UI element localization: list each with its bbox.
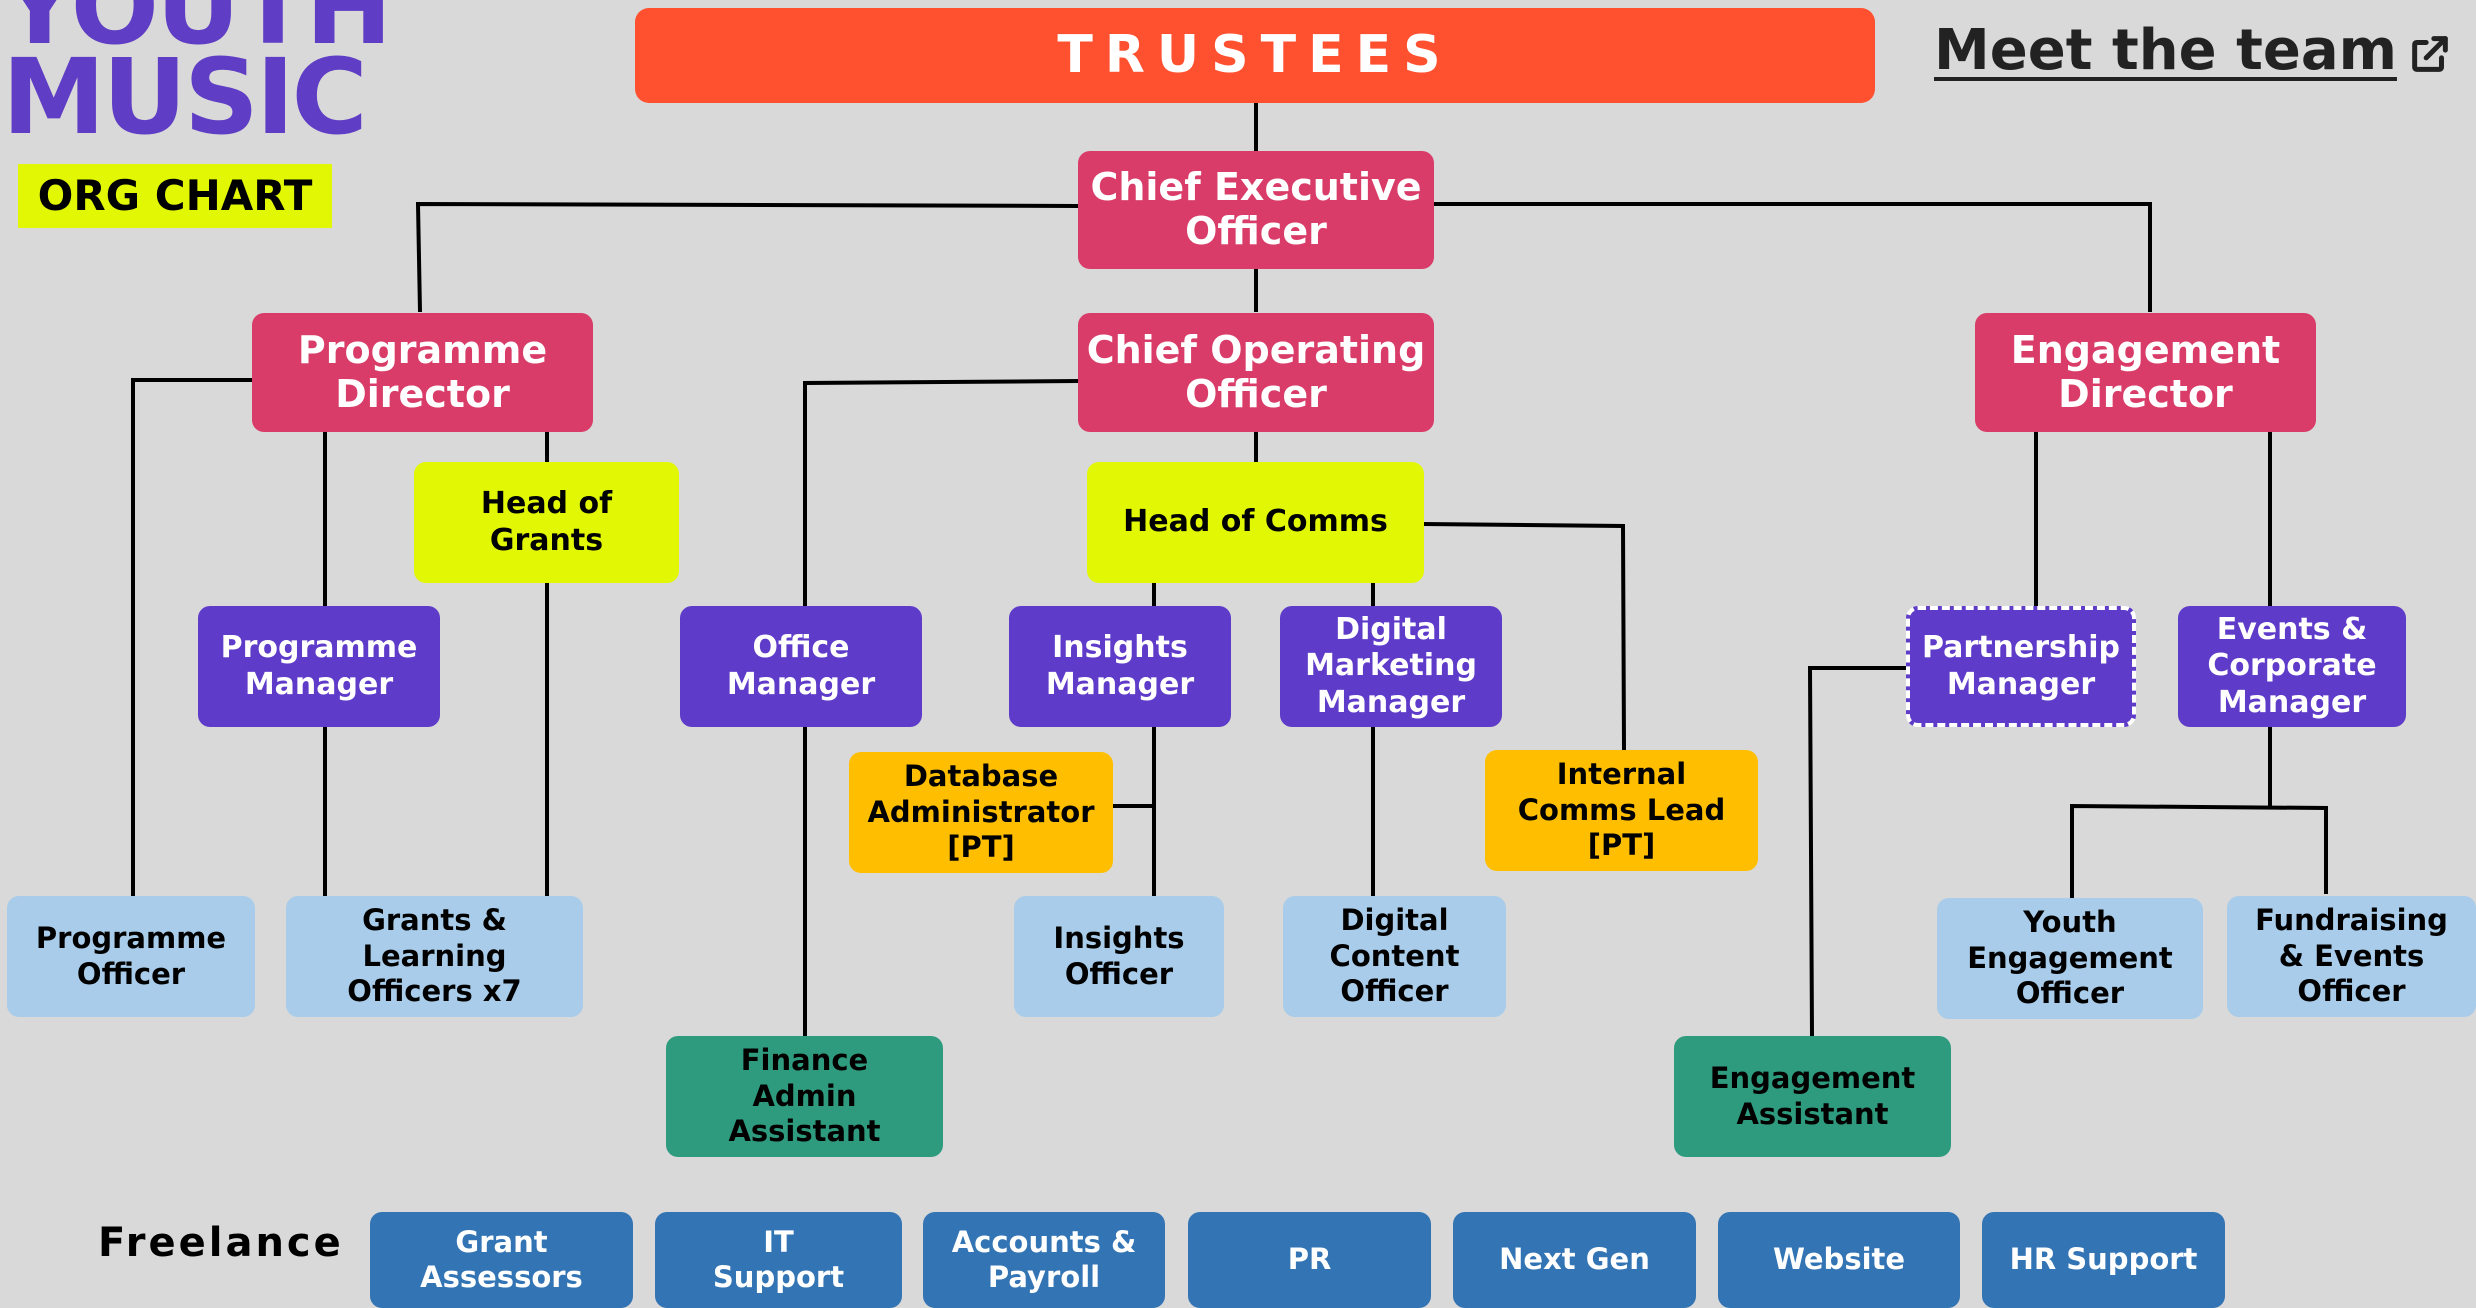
youth-engagement-officer-box: Youth Engagement Officer	[1937, 898, 2203, 1019]
freelance-label: Freelance	[98, 1220, 344, 1266]
partnership-manager-box: Partnership Manager	[1906, 606, 2136, 727]
youth-music-logo: YOUTH MUSIC	[2, 0, 392, 158]
freelance-next-gen: Next Gen	[1453, 1212, 1696, 1308]
freelance-it-support: IT Support	[655, 1212, 902, 1308]
coo-box: Chief Operating Officer	[1078, 313, 1434, 432]
internal-comms-lead-box: Internal Comms Lead [PT]	[1485, 750, 1758, 871]
programme-director-box: Programme Director	[252, 313, 593, 432]
programme-manager-box: Programme Manager	[198, 606, 440, 727]
digital-content-officer-box: Digital Content Officer	[1283, 896, 1506, 1017]
engagement-assistant-box: Engagement Assistant	[1674, 1036, 1951, 1157]
head-of-comms-box: Head of Comms	[1087, 462, 1424, 583]
insights-manager-box: Insights Manager	[1009, 606, 1231, 727]
org-chart-label: ORG CHART	[18, 164, 332, 228]
logo-line-1: YOUTH	[2, 0, 392, 68]
freelance-grant-assessors: Grant Assessors	[370, 1212, 633, 1308]
freelance-pr: PR	[1188, 1212, 1431, 1308]
trustees-box: TRUSTEES	[635, 8, 1875, 103]
external-link-icon	[2412, 36, 2448, 72]
logo-line-2: MUSIC	[2, 36, 368, 158]
database-administrator-box: Database Administrator [PT]	[849, 752, 1113, 873]
fundraising-events-officer-box: Fundraising & Events Officer	[2227, 896, 2476, 1017]
grants-learning-officers-box: Grants & Learning Officers x7	[286, 896, 583, 1017]
head-of-grants-box: Head of Grants	[414, 462, 679, 583]
finance-admin-assistant-box: Finance Admin Assistant	[666, 1036, 943, 1157]
programme-officer-box: Programme Officer	[7, 896, 255, 1017]
ceo-box: Chief Executive Officer	[1078, 151, 1434, 269]
engagement-director-box: Engagement Director	[1975, 313, 2316, 432]
events-corporate-manager-box: Events & Corporate Manager	[2178, 606, 2406, 727]
office-manager-box: Office Manager	[680, 606, 922, 727]
digital-marketing-manager-box: Digital Marketing Manager	[1280, 606, 1502, 727]
freelance-accounts-payroll: Accounts & Payroll	[923, 1212, 1165, 1308]
freelance-website: Website	[1718, 1212, 1960, 1308]
insights-officer-box: Insights Officer	[1014, 896, 1224, 1017]
freelance-hr-support: HR Support	[1982, 1212, 2225, 1308]
meet-the-team-label: Meet the team	[1934, 18, 2397, 83]
meet-the-team-link[interactable]: Meet the team	[1934, 18, 2453, 83]
